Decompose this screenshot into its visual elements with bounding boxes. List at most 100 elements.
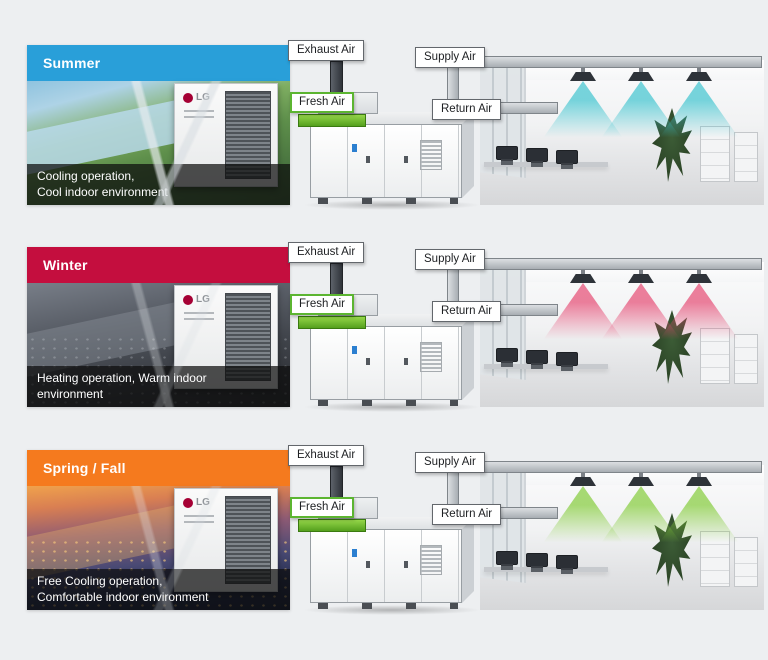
office-desk (484, 364, 608, 369)
season-card: Summer LG Cooling operation, Cool indoor… (27, 45, 290, 205)
lg-logo: LG (183, 92, 210, 103)
office-monitor (496, 146, 518, 160)
city-lights (27, 335, 290, 407)
office-monitor (526, 553, 548, 567)
office-monitor (526, 350, 548, 364)
supply-duct (444, 56, 762, 68)
lg-outdoor-unit: LG (174, 285, 278, 389)
supply-air-label: Supply Air (415, 249, 485, 270)
fresh-air-label: Fresh Air (290, 92, 355, 113)
vent-head-icon (628, 477, 654, 486)
ahu-side-face (462, 112, 474, 198)
season-banner: Winter (27, 247, 290, 283)
ahu-latch (404, 561, 408, 568)
season-title: Summer (43, 55, 101, 71)
city-lights (27, 538, 290, 610)
vent-head-icon (570, 274, 596, 283)
ahu-vent-grille (420, 140, 442, 170)
ahu-latch (366, 156, 370, 163)
lg-outdoor-unit: LG (174, 83, 278, 187)
ahu-shadow (303, 200, 481, 210)
ahu-shadow (303, 402, 481, 412)
return-air-label: Return Air (432, 504, 502, 525)
ahu-latch (366, 561, 370, 568)
fresh-air-label: Fresh Air (290, 294, 355, 315)
lg-logo-text: LG (196, 497, 210, 508)
office-desk (484, 567, 608, 572)
unit-label-lines (184, 312, 214, 320)
operation-caption: Heating operation, Warm indoor environme… (27, 365, 290, 407)
return-air-label: Return Air (432, 301, 502, 322)
ahu-front-face (310, 326, 462, 400)
lg-logo-text: LG (196, 294, 210, 305)
season-row-winter: Winter LG Heating operation, Warm indoor… (0, 242, 768, 447)
exhaust-air-label: Exhaust Air (288, 40, 365, 61)
office-monitor (556, 150, 578, 164)
ahu-side-face (462, 314, 474, 400)
unit-label-lines (184, 110, 214, 118)
river-highlight (27, 295, 216, 381)
ahu-feet (318, 603, 458, 609)
season-row-summer: Summer LG Cooling operation, Cool indoor… (0, 40, 768, 245)
caption-line-2: Cool indoor environment (37, 184, 168, 199)
lg-logo: LG (183, 497, 210, 508)
caption-line-1: Cooling operation, (37, 168, 135, 183)
lg-logo-symbol-icon (183, 497, 193, 508)
operation-caption: Free Cooling operation, Comfortable indo… (27, 568, 290, 610)
lg-logo: LG (183, 294, 210, 305)
vent-head-icon (628, 72, 654, 81)
vent-head-icon (686, 477, 712, 486)
ahu-latch (366, 358, 370, 365)
supply-air-label: Supply Air (415, 452, 485, 473)
ahu-feet (318, 198, 458, 204)
ahu-latch (404, 358, 408, 365)
ahu-sticker (352, 144, 357, 152)
office-desk (484, 162, 608, 167)
office-scene (480, 60, 764, 205)
vent-head-icon (686, 72, 712, 81)
season-card: Spring / Fall LG Free Cooling operation,… (27, 450, 290, 610)
ceiling-vent (657, 467, 741, 549)
season-card: Winter LG Heating operation, Warm indoor… (27, 247, 290, 407)
ceiling-vent (657, 62, 741, 144)
ahu-front-face (310, 529, 462, 603)
exhaust-air-label: Exhaust Air (288, 242, 365, 263)
office-monitor (496, 551, 518, 565)
unit-grille (225, 496, 271, 584)
office-scene (480, 262, 764, 407)
exhaust-air-label: Exhaust Air (288, 445, 365, 466)
caption-line-2: Comfortable indoor environment (37, 589, 209, 604)
lg-logo-symbol-icon (183, 294, 193, 305)
office-monitor (496, 348, 518, 362)
city-photo: LG Heating operation, Warm indoor enviro… (27, 283, 290, 407)
fresh-air-label: Fresh Air (290, 497, 355, 518)
supply-air-label: Supply Air (415, 47, 485, 68)
caption-line-2: environment (37, 386, 104, 401)
unit-grille (225, 293, 271, 381)
river-highlight (27, 93, 216, 179)
airflow-cone (657, 486, 741, 546)
ahu-front-face (310, 124, 462, 198)
season-title: Winter (43, 257, 88, 273)
city-photo: LG Free Cooling operation, Comfortable i… (27, 486, 290, 610)
supply-duct (444, 258, 762, 270)
caption-line-1: Heating operation, Warm indoor (37, 370, 207, 385)
river-highlight (27, 498, 216, 584)
return-air-label: Return Air (432, 99, 502, 120)
ahu-latch (404, 156, 408, 163)
unit-grille (225, 91, 271, 179)
season-banner: Summer (27, 45, 290, 81)
unit-label-lines (184, 515, 214, 523)
city-photo: LG Cooling operation, Cool indoor enviro… (27, 81, 290, 205)
ahu-vent-grille (420, 342, 442, 372)
supply-duct (444, 461, 762, 473)
lg-outdoor-unit: LG (174, 488, 278, 592)
office-monitor (526, 148, 548, 162)
ahu-vent-grille (420, 545, 442, 575)
office-monitor (556, 352, 578, 366)
ahu-sticker (352, 549, 357, 557)
airflow-cone (657, 81, 741, 141)
office-monitor (556, 555, 578, 569)
season-row-spring-fall: Spring / Fall LG Free Cooling operation,… (0, 445, 768, 650)
